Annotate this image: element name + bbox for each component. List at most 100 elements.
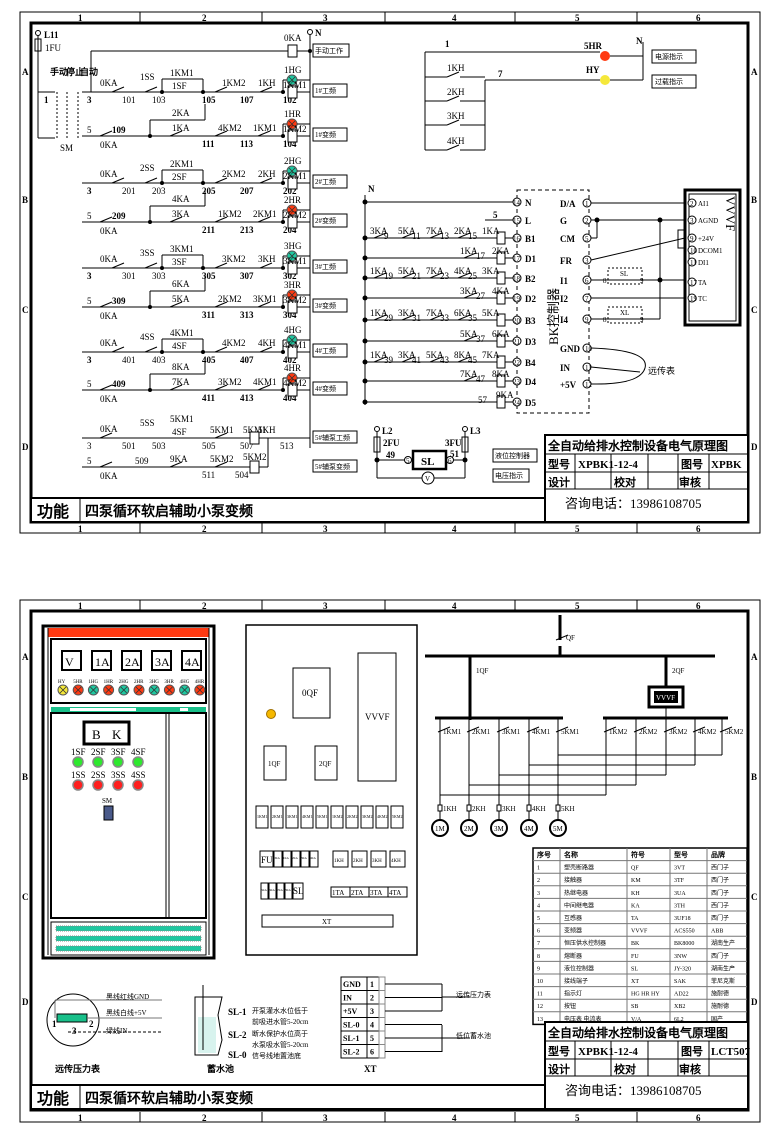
motor-icon bbox=[520, 819, 538, 837]
wire-label: 3 bbox=[87, 95, 92, 105]
wire bbox=[457, 272, 471, 279]
relay-label: 8KA bbox=[285, 888, 292, 892]
junction-dot bbox=[362, 255, 368, 261]
column-label: 2 bbox=[202, 601, 207, 611]
relay-icon bbox=[309, 850, 319, 868]
table-header: 名称 bbox=[564, 850, 578, 859]
row-tag: 5#辅泵变频 bbox=[315, 462, 350, 471]
stop-button-label: 2SS bbox=[91, 770, 106, 780]
overload-indicator-label: 过载指示 bbox=[655, 77, 683, 86]
column-label: 3 bbox=[323, 1113, 328, 1123]
terminal-number: 24 bbox=[513, 399, 521, 407]
node-label: 51 bbox=[450, 449, 460, 459]
wire-label: 5KM2 bbox=[210, 454, 234, 464]
row-tag-box bbox=[312, 343, 348, 358]
wire bbox=[466, 726, 480, 733]
row-label: A bbox=[22, 67, 29, 77]
wire bbox=[99, 384, 113, 391]
wire-label: 209 bbox=[112, 211, 126, 221]
terminal-name: B4 bbox=[525, 358, 536, 368]
terminal-icon bbox=[687, 215, 697, 225]
lamp-cross-icon bbox=[288, 374, 296, 382]
lamp-label: 1HG bbox=[284, 65, 302, 75]
terminal-number: 5 bbox=[406, 457, 410, 465]
thermal-relay-label: 3KH bbox=[372, 859, 382, 864]
terminal-icon bbox=[687, 257, 697, 267]
thermal-relay-label: 5KH bbox=[561, 805, 575, 813]
wire-label: 0KA bbox=[100, 471, 118, 481]
terminal-number: 3 bbox=[585, 257, 589, 265]
power-indicator-label: 电源指示 bbox=[655, 52, 683, 61]
wire-label: 201 bbox=[122, 186, 136, 196]
wire-label: 2KA bbox=[172, 108, 190, 118]
junction-dot bbox=[201, 266, 205, 270]
column-label: 5 bbox=[575, 13, 580, 23]
junction-dot bbox=[362, 235, 368, 241]
stop-button bbox=[92, 779, 104, 791]
terminal-name: I1 bbox=[560, 276, 569, 286]
lamp-label: 2HG bbox=[119, 680, 129, 685]
terminal-name: +5V bbox=[560, 380, 577, 390]
wire-label: 3KM2 bbox=[218, 377, 242, 387]
lamp-label: 4HR bbox=[284, 363, 301, 373]
wire-label: 0KA bbox=[100, 169, 118, 179]
wire-label: 105 bbox=[202, 95, 216, 105]
coil-label: 4KM1 bbox=[283, 340, 307, 350]
contactor-icon bbox=[360, 805, 374, 829]
junction-dot bbox=[148, 134, 152, 138]
terminal-number: 5 bbox=[585, 235, 589, 243]
xt-cell bbox=[378, 1017, 386, 1032]
contactor-label: 3KM1 bbox=[287, 814, 297, 819]
wire bbox=[633, 726, 647, 733]
xt-title: XT bbox=[364, 1064, 377, 1074]
terminal-number: 19 bbox=[513, 295, 521, 303]
wire-label: 501 bbox=[122, 441, 136, 451]
wire-label: 0KA bbox=[100, 78, 118, 88]
lamp-cross-icon bbox=[288, 120, 296, 128]
lamp-cross-icon bbox=[288, 336, 296, 344]
fuse-label: FU bbox=[261, 855, 273, 865]
vvvf-inner bbox=[654, 691, 678, 703]
table-cell: 互感器 bbox=[564, 914, 582, 922]
table-cell: 西门子 bbox=[711, 914, 729, 922]
relay-coil-label: 0KA bbox=[284, 33, 302, 43]
xt-signal: IN bbox=[343, 994, 352, 1003]
wire bbox=[446, 95, 460, 102]
lamp-cross-icon bbox=[59, 686, 67, 694]
row-label: A bbox=[22, 652, 29, 662]
coil-label: 1KM2 bbox=[283, 124, 307, 134]
column-label: 4 bbox=[452, 13, 457, 23]
wire-label: 4SF bbox=[172, 341, 187, 351]
wire-label: 404 bbox=[283, 393, 297, 403]
wire-label: 1KA bbox=[482, 226, 500, 236]
junction-dot bbox=[594, 217, 600, 223]
node-label: 49 bbox=[386, 450, 396, 460]
table-cell: 12 bbox=[537, 1004, 543, 1010]
meter-label: 1A bbox=[95, 655, 110, 669]
column-label: 6 bbox=[696, 13, 701, 23]
selector-switch[interactable] bbox=[103, 805, 114, 821]
wire-label: 3 bbox=[87, 271, 92, 281]
wire-label: 0KA bbox=[100, 394, 118, 404]
wire bbox=[429, 356, 443, 363]
terminal-name: B2 bbox=[525, 274, 536, 284]
table-cell: 电压表 电流表 bbox=[564, 1015, 602, 1023]
function-bar-box bbox=[30, 497, 546, 523]
relay-label: 4KA bbox=[310, 856, 317, 860]
terminal-icon bbox=[687, 293, 697, 303]
table-cell: 塑壳断路器 bbox=[564, 864, 594, 872]
wire bbox=[257, 130, 271, 137]
relay-label: 2KA bbox=[292, 856, 299, 860]
wire bbox=[214, 262, 228, 269]
wire-label: 5KM2 bbox=[243, 452, 267, 462]
wire-label: 411 bbox=[202, 393, 216, 403]
wire bbox=[257, 216, 271, 223]
terminal-name: AI1 bbox=[698, 200, 709, 208]
terminal-name: N bbox=[525, 198, 532, 208]
table-cell: 6L2 bbox=[674, 1017, 684, 1023]
thermal-relay-label: 1KH bbox=[334, 859, 344, 864]
wire-label: 3SF bbox=[172, 257, 187, 267]
note: 开泵灌水水位低于 bbox=[252, 1006, 308, 1015]
